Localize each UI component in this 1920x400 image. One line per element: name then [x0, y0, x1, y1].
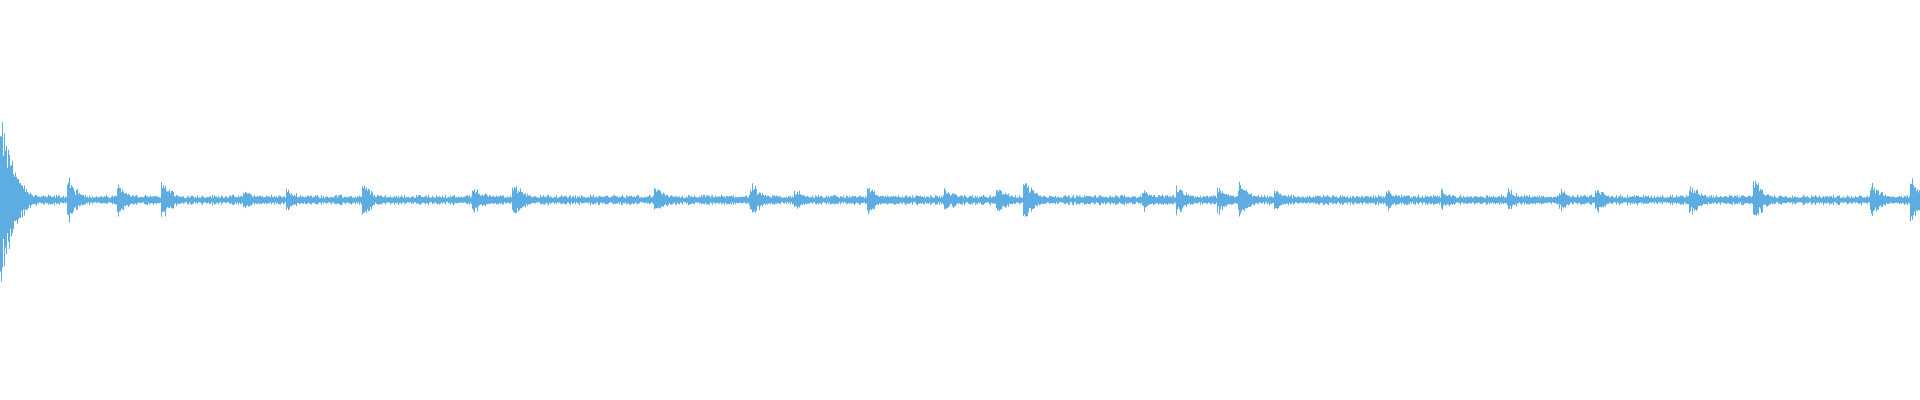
waveform-samples	[0, 122, 1920, 282]
